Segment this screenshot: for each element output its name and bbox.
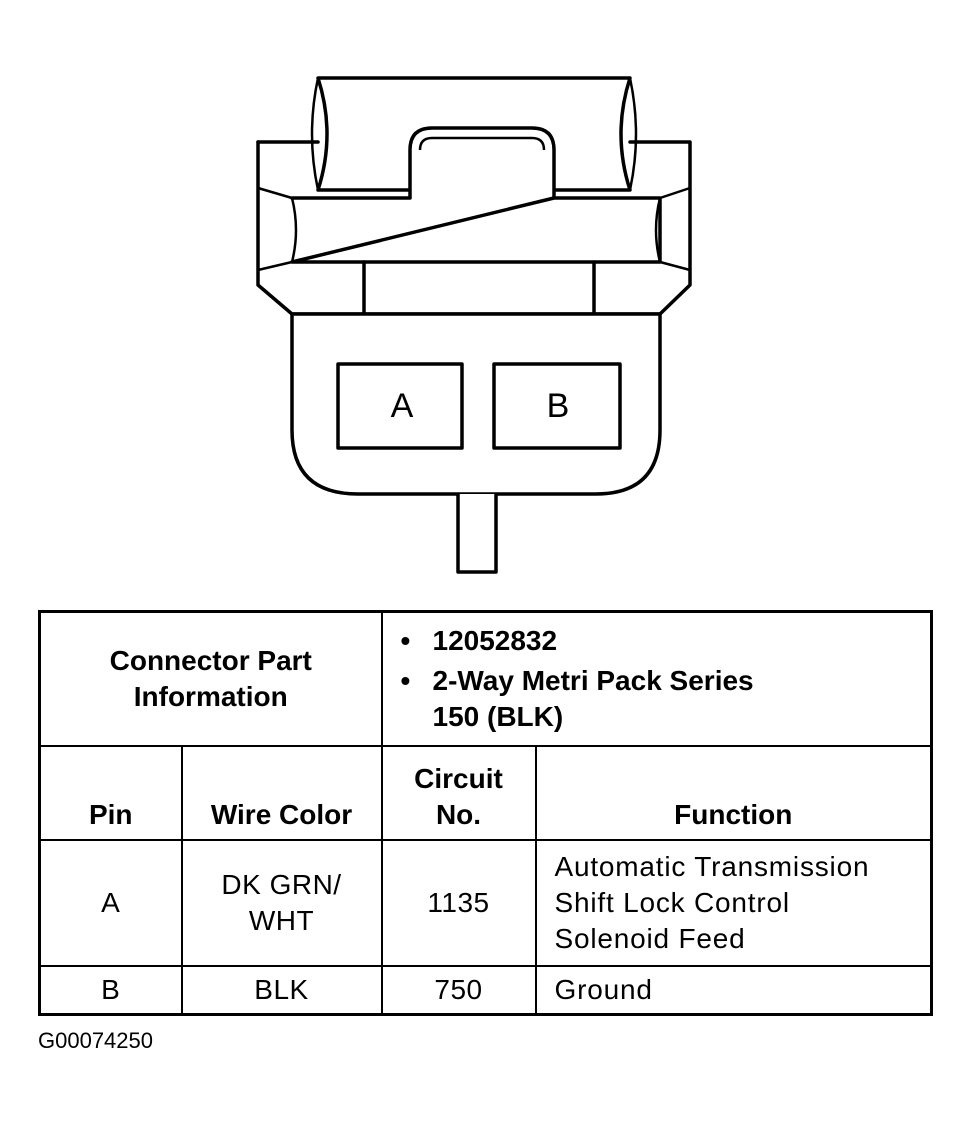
cavity-a-label: A [391, 387, 414, 425]
function-cell: Automatic Transmission Shift Lock Contro… [534, 839, 933, 967]
header-wire-color: Wire Color [180, 745, 383, 841]
part-info-row: Connector Part Information 12052832 2-Wa… [38, 610, 933, 747]
part-info-list: 12052832 2-Way Metri Pack Series 150 (BL… [380, 610, 933, 747]
cavity-a [336, 362, 464, 450]
part-series-item: 2-Way Metri Pack Series 150 (BLK) [401, 663, 931, 735]
part-info-label: Connector Part Information [38, 610, 383, 747]
part-info-label-line2: Information [133, 681, 288, 712]
wire-color-cell: BLK [180, 965, 383, 1016]
part-info-label-line1: Connector Part [109, 645, 312, 676]
inner-band [290, 196, 662, 264]
pin-cell: B [38, 965, 183, 1016]
table-row: A DK GRN/ WHT 1135 Automatic Transmissio… [38, 839, 933, 967]
circuit-cell: 1135 [380, 839, 537, 967]
locking-tab-curve-left [310, 77, 320, 191]
locking-tab-curve-right [628, 77, 638, 191]
part-number-item: 12052832 [401, 623, 931, 659]
latch-window-inner [418, 136, 546, 151]
connector-face-drawing: A B [256, 76, 692, 574]
connector-pinout-table: Connector Part Information 12052832 2-Wa… [38, 610, 933, 1016]
cavity-b [492, 362, 622, 450]
inner-band-left-edge [290, 197, 298, 263]
table-row: B BLK 750 Ground [38, 965, 933, 1016]
shoulder-left [257, 186, 293, 272]
pin-cell: A [38, 839, 183, 967]
header-function: Function [534, 745, 933, 841]
function-cell: Ground [534, 965, 933, 1016]
inner-band-right-edge [654, 197, 662, 263]
shoulder-right [659, 186, 691, 272]
header-pin: Pin [38, 745, 183, 841]
figure-id: G00074250 [38, 1028, 153, 1053]
column-header-row: Pin Wire Color Circuit No. Function [38, 745, 933, 841]
circuit-cell: 750 [380, 965, 537, 1016]
header-circuit-no: Circuit No. [380, 745, 537, 841]
wire-color-cell: DK GRN/ WHT [180, 839, 383, 967]
wire-lead [456, 494, 498, 574]
cavity-b-label: B [547, 387, 570, 425]
latch-window [408, 126, 556, 198]
